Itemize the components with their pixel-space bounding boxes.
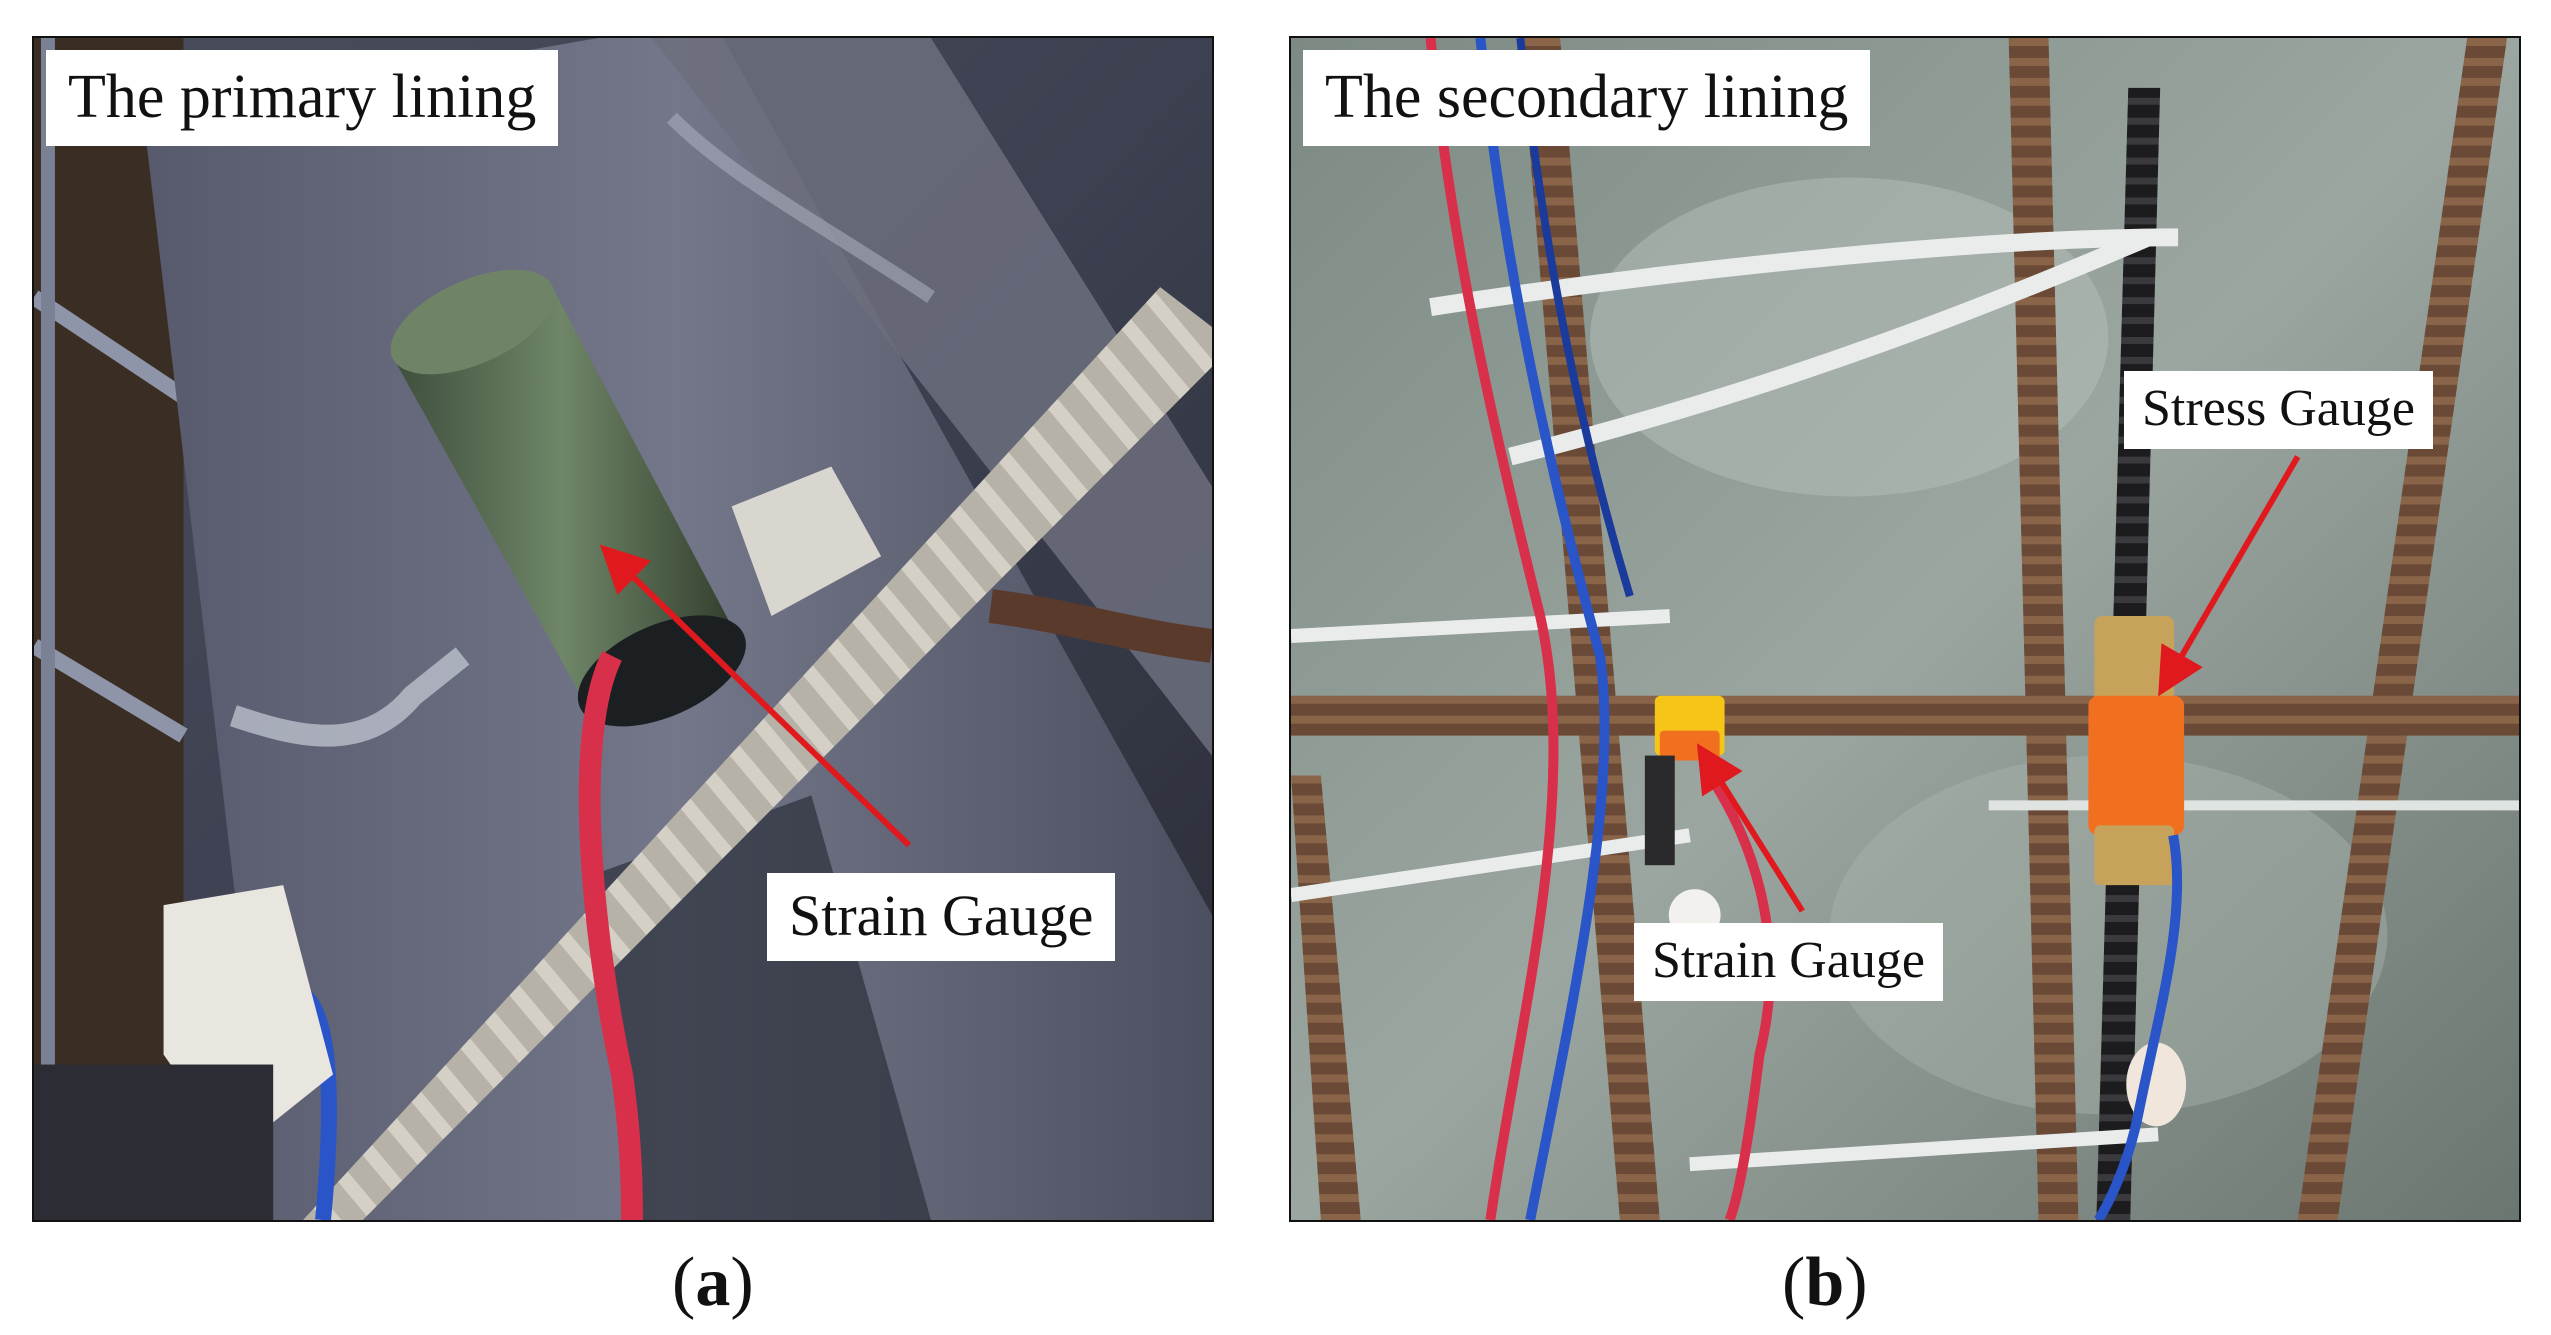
stress-gauge (2088, 616, 2185, 886)
blue-cable (2094, 834, 2183, 1220)
cable-tie (1508, 229, 2152, 466)
blue-cable (1475, 38, 1610, 1220)
horizontal-rebar (1291, 695, 2519, 736)
caption-b-open: ( (1782, 1244, 1806, 1321)
caption-b-letter: b (1805, 1244, 1845, 1321)
membrane-highlight (1590, 177, 2109, 497)
weld-seam (229, 647, 470, 747)
caption-a-letter: a (695, 1244, 731, 1321)
vertical-rebar (2297, 38, 2508, 1220)
steel-bar (34, 290, 188, 404)
caption-a-close: ) (730, 1244, 754, 1321)
caption-a: (a) (672, 1248, 754, 1318)
panel-b-stress-gauge-label: Stress Gauge (2124, 371, 2433, 449)
photo-primary-lining: The primary lining Strain Gauge (32, 36, 1214, 1222)
caption-b-close: ) (1844, 1244, 1868, 1321)
weld-seam (666, 112, 935, 303)
primary-lining-scene (34, 38, 1212, 1220)
red-cable (1425, 38, 1559, 1220)
caption-b: (b) (1782, 1248, 1868, 1318)
cable-tie (1689, 1127, 2159, 1172)
panel-a-title: The primary lining (46, 50, 559, 146)
cable-tie (1429, 228, 2179, 316)
panel-a-strain-gauge-label: Strain Gauge (767, 873, 1116, 961)
caption-a-open: ( (672, 1244, 696, 1321)
panel-b-strain-gauge-label: Strain Gauge (1634, 923, 1943, 1001)
photo-secondary-lining: The secondary lining Stress Gauge Strain… (1289, 36, 2521, 1222)
steel-flange (651, 38, 1212, 756)
steel-bar (34, 639, 188, 743)
vertical-rebar (2008, 38, 2079, 1220)
brown-cable (988, 589, 1212, 663)
cable-tie (1291, 828, 1691, 902)
secondary-lining-scene (1291, 38, 2519, 1220)
panel-b-title: The secondary lining (1303, 50, 1871, 146)
cable-tie (1291, 609, 1671, 643)
dark-wire-coil (34, 1064, 274, 1220)
red-cable (578, 651, 643, 1220)
